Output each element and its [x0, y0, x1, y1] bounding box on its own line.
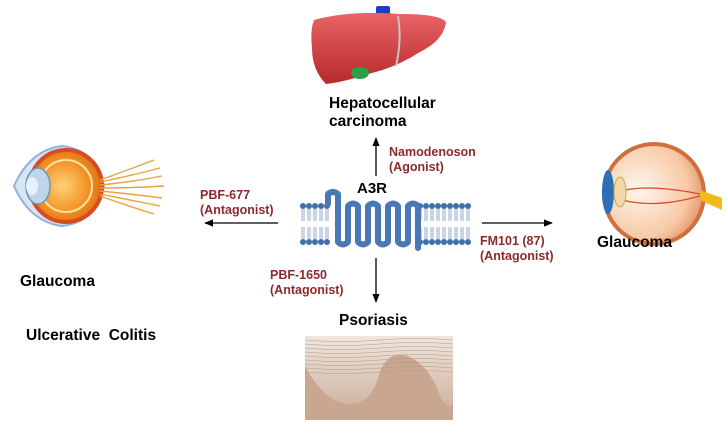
- top-disease-line2: carcinoma: [329, 113, 407, 131]
- eye-anatomy-icon: [602, 142, 722, 246]
- eye-cross-section-icon: [12, 144, 165, 228]
- bottom-drug-action: (Antagonist): [270, 282, 344, 297]
- receptor-label: A3R: [357, 180, 388, 197]
- right-drug-action: (Antagonist): [480, 248, 554, 263]
- left-drug-label: PBF-677 (Antagonist): [200, 188, 274, 218]
- left-disease-label: Glaucoma Ulcerative Colitis: [20, 236, 156, 364]
- liver-icon: [311, 6, 446, 85]
- bottom-disease-label: Psoriasis: [339, 312, 408, 330]
- top-disease-line1: Hepatocellular: [329, 95, 436, 112]
- left-drug-name: PBF-677: [200, 188, 251, 202]
- left-disease-line2: Ulcerative Colitis: [26, 327, 157, 345]
- left-drug-action: (Antagonist): [200, 202, 274, 217]
- bottom-drug-label: PBF-1650 (Antagonist): [270, 268, 344, 298]
- right-disease-label: Glaucoma: [597, 234, 672, 252]
- skin-layer-icon: [304, 336, 454, 420]
- left-disease-line1: Glaucoma: [20, 272, 95, 290]
- membrane-receptor-icon: [300, 189, 471, 251]
- right-drug-label: FM101 (87) (Antagonist): [480, 234, 554, 264]
- top-drug-name: Namodenoson: [389, 145, 476, 159]
- bottom-drug-name: PBF-1650: [270, 268, 327, 282]
- top-drug-action: (Agonist): [389, 159, 444, 174]
- top-disease-label: Hepatocellular carcinoma: [329, 95, 436, 132]
- receptor-helices: [325, 189, 421, 251]
- right-drug-name: FM101 (87): [480, 234, 545, 248]
- right-disease-line1: Glaucoma: [597, 234, 672, 251]
- bottom-disease-line1: Psoriasis: [339, 312, 408, 329]
- top-drug-label: Namodenoson (Agonist): [389, 145, 476, 175]
